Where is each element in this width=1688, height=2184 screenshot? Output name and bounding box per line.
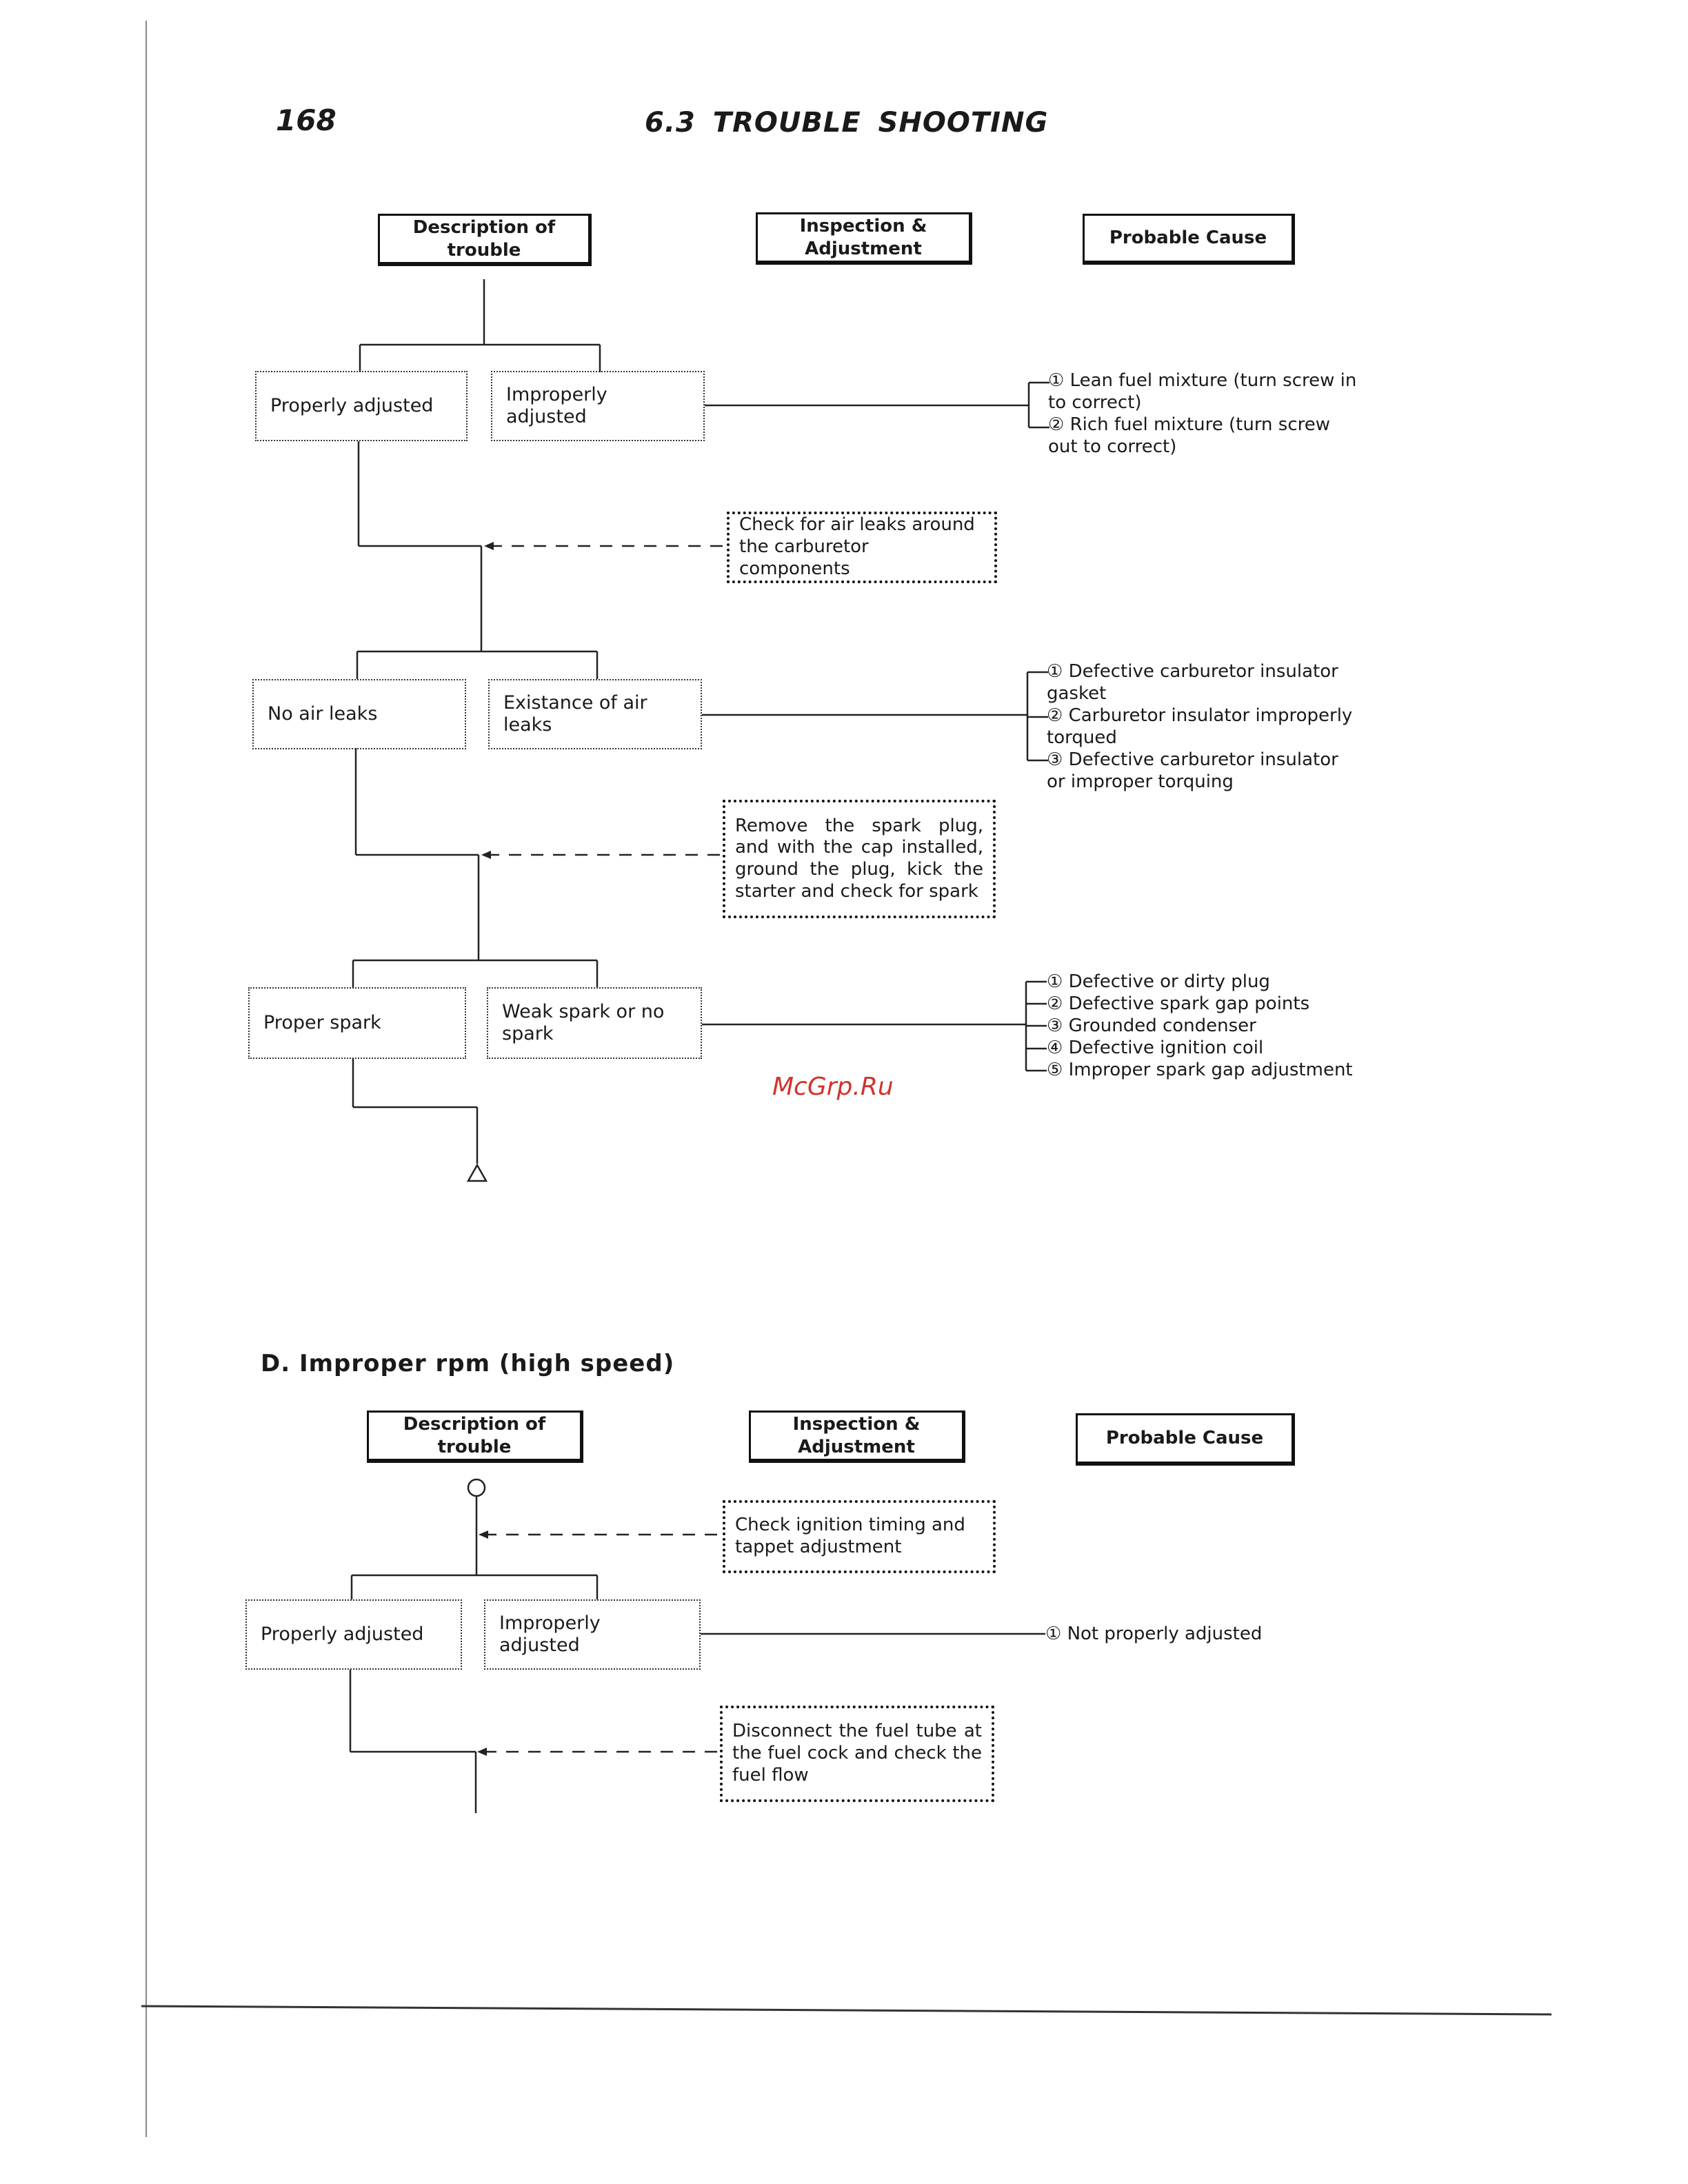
cause-line: or improper torquing: [1047, 771, 1234, 792]
trouble-no-air-leaks: No air leaks: [252, 679, 466, 749]
cause-line: gasket: [1047, 683, 1107, 704]
page-title: 6.3 TROUBLE SHOOTING: [645, 107, 1049, 139]
header-inspection: Inspection & Adjustment: [756, 212, 972, 265]
header-probable-cause-d: Probable Cause: [1076, 1413, 1295, 1466]
cause-line: ② Carburetor insulator improperly: [1047, 705, 1353, 726]
trouble-properly-adjusted-d: Properly adjusted: [245, 1599, 462, 1670]
page-number: 168: [276, 103, 336, 137]
cause-line: ② Rich fuel mixture (turn screw: [1048, 414, 1331, 435]
cause-line: ③ Grounded condenser: [1047, 1015, 1256, 1036]
trouble-proper-spark: Proper spark: [248, 987, 466, 1059]
trouble-improperly-adjusted-d: Improperly adjusted: [484, 1599, 701, 1670]
causes-insulator: ① Defective carburetor insulator gasket …: [1047, 660, 1352, 793]
causes-mixture: ① Lean fuel mixture (turn screw in to co…: [1048, 370, 1356, 458]
section-d-title: D. Improper rpm (high speed): [261, 1350, 675, 1377]
header-description-d: Description of trouble: [367, 1410, 583, 1463]
inspection-ignition-timing: Check ignition timing and tappet adjustm…: [723, 1500, 996, 1573]
cause-line: ② Defective spark gap points: [1047, 993, 1310, 1014]
header-description: Description of trouble: [378, 214, 592, 266]
trouble-improperly-adjusted: Improperly adjusted: [491, 371, 705, 441]
inspection-air-leaks: Check for air leaks around the carbureto…: [727, 512, 997, 583]
trouble-properly-adjusted: Properly adjusted: [255, 371, 468, 441]
cause-line: ① Defective carburetor insulator: [1047, 661, 1338, 682]
cause-line: ④ Defective ignition coil: [1047, 1038, 1264, 1058]
watermark: McGrp.Ru: [772, 1073, 894, 1101]
cause-line: ① Defective or dirty plug: [1047, 971, 1270, 992]
header-probable-cause: Probable Cause: [1083, 214, 1295, 265]
cause-line: ① Lean fuel mixture (turn screw in: [1048, 370, 1357, 391]
trouble-weak-spark: Weak spark or no spark: [487, 987, 702, 1059]
inspection-fuel-flow: Disconnect the fuel tube at the fuel coc…: [720, 1706, 994, 1802]
causes-ignition: ① Defective or dirty plug ② Defective sp…: [1047, 971, 1353, 1081]
cause-not-properly-adjusted: ① Not properly adjusted: [1045, 1623, 1262, 1645]
trouble-existance-of-air-leaks: Existance of air leaks: [488, 679, 702, 749]
cause-line: torqued: [1047, 727, 1117, 748]
header-inspection-d: Inspection & Adjustment: [749, 1410, 965, 1463]
cause-line: ① Not properly adjusted: [1045, 1624, 1263, 1644]
cause-line: to correct): [1048, 392, 1142, 413]
inspection-spark-check: Remove the spark plug, and with the cap …: [723, 800, 996, 918]
cause-line: ⑤ Improper spark gap adjustment: [1047, 1060, 1353, 1080]
cause-line: ③ Defective carburetor insulator: [1047, 749, 1338, 770]
cause-line: out to correct): [1048, 436, 1177, 457]
